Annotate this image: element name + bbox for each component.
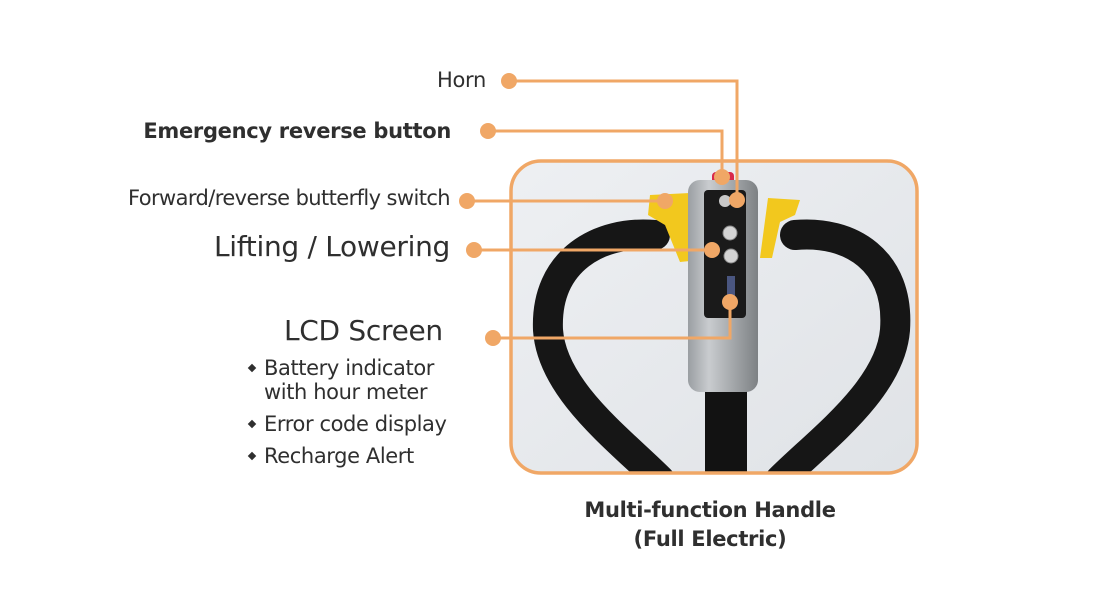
label-butterfly-switch: Forward/reverse butterfly switch (128, 186, 451, 210)
callout-dots (459, 73, 745, 346)
lcd-feature-error: Error code display (246, 412, 447, 436)
label-horn: Horn (436, 68, 486, 92)
handle-photo (511, 161, 917, 473)
feature-text: Error code display (264, 412, 447, 436)
feature-text: with hour meter (264, 380, 428, 404)
caption-line1: Multi-function Handle (584, 498, 836, 522)
label-lcd-screen: LCD Screen (284, 314, 443, 347)
lcd-feature-recharge: Recharge Alert (246, 444, 447, 468)
caption: Multi-function Handle (Full Electric) (560, 496, 860, 554)
caption-line2: (Full Electric) (633, 527, 787, 551)
callout-lines (467, 79, 739, 340)
feature-text: Recharge Alert (264, 444, 414, 468)
label-lifting-lowering: Lifting / Lowering (213, 230, 450, 263)
handle-frame (509, 159, 919, 475)
label-emergency-reverse: Emergency reverse button (143, 119, 451, 143)
feature-text: Battery indicator (264, 356, 435, 380)
